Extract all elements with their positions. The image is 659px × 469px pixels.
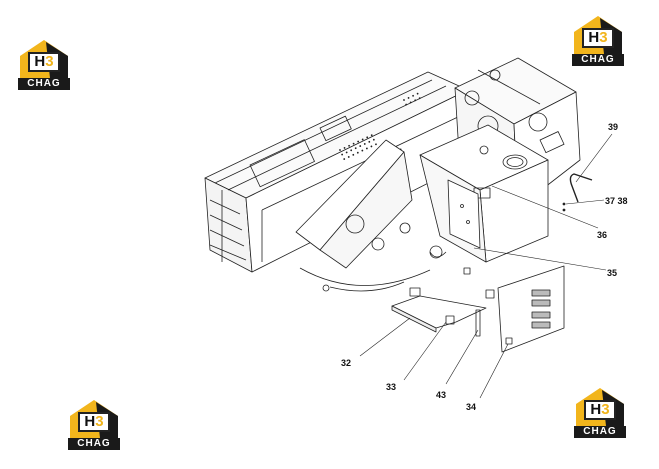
floor-plate-part [391, 267, 495, 333]
leader-lines [359, 133, 613, 399]
brand-text: CHAG [68, 438, 120, 450]
brand-logo-top-left: H3 CHAG [16, 38, 72, 94]
callout-34: 34 [466, 402, 477, 412]
callout-35: 35 [607, 268, 618, 278]
central-a-frame [295, 139, 447, 292]
brand-mark: H3 [584, 400, 616, 420]
brand-mark: H3 [28, 52, 60, 72]
bracket-part [445, 315, 455, 325]
brand-logo-top-right: H3 CHAG [570, 14, 626, 70]
side-door-part [497, 265, 565, 353]
callout-43: 43 [436, 390, 447, 400]
callout-39: 39 [608, 122, 619, 132]
brand-mark: H3 [78, 412, 110, 432]
brand-text: CHAG [18, 78, 70, 90]
brand-mark: H3 [582, 28, 614, 48]
brand-logo-bottom-right: H3 CHAG [572, 386, 628, 442]
brand-text: CHAG [574, 426, 626, 438]
brand-text: CHAG [572, 54, 624, 66]
hook-rod-part [569, 173, 593, 203]
callout-36: 36 [597, 230, 608, 240]
callout-33: 33 [386, 382, 397, 392]
brand-logo-bottom-left: H3 CHAG [66, 398, 122, 454]
strip-part [475, 309, 481, 337]
callout-32: 32 [341, 358, 352, 368]
side-plate [447, 179, 481, 249]
callout-37-38: 37 38 [605, 196, 628, 206]
